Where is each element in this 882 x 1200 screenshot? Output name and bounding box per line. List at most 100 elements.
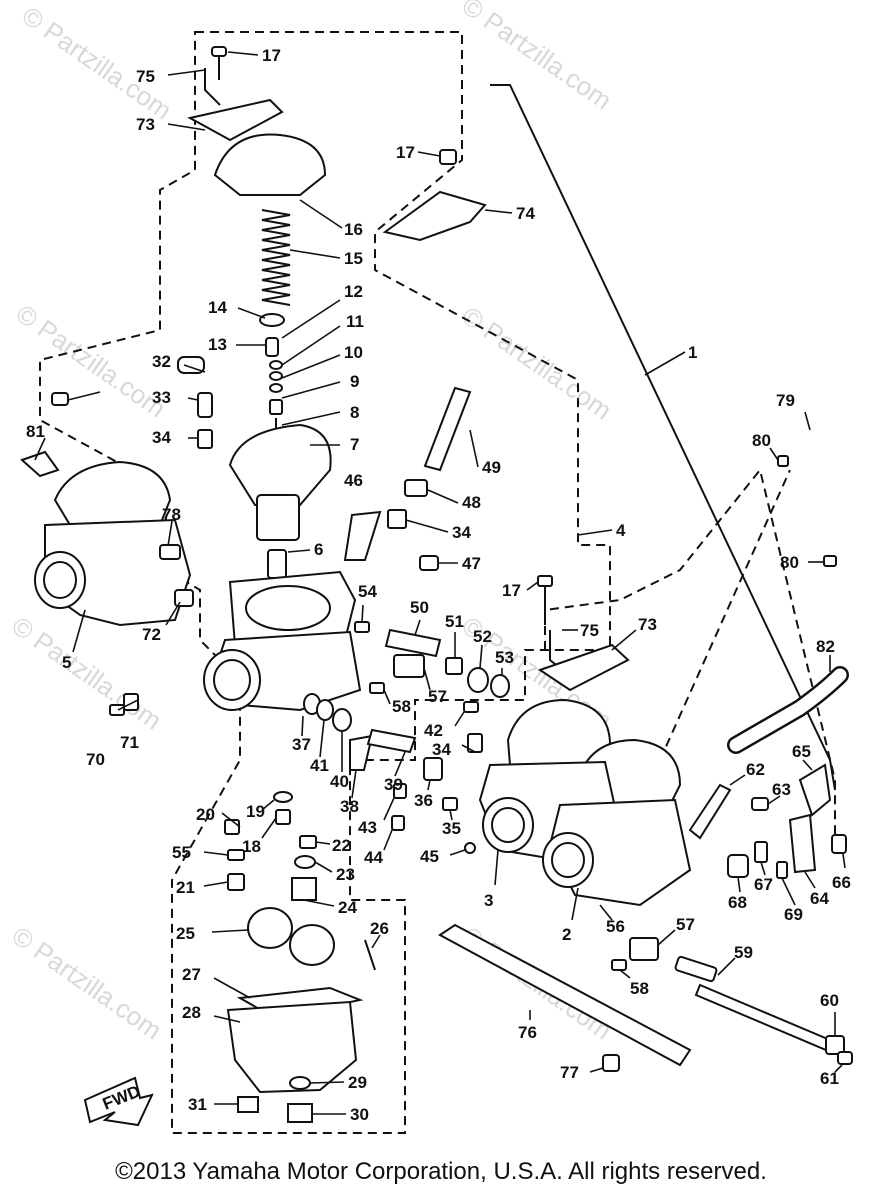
callout: 58	[630, 979, 649, 998]
callout: 77	[560, 1063, 579, 1082]
callout: 5	[62, 653, 71, 672]
spring-15	[261, 209, 291, 306]
leader-line	[394, 751, 406, 777]
screw-17-lower	[537, 575, 553, 587]
callout: 13	[208, 335, 227, 354]
callout: 40	[330, 772, 349, 791]
drain-plug-30	[287, 1103, 313, 1123]
lever-38	[349, 734, 374, 771]
leader-line	[427, 779, 431, 791]
arm-39	[366, 728, 417, 754]
hose-79-inner	[777, 424, 833, 548]
leader-line	[287, 549, 311, 553]
callout: 81	[26, 422, 45, 441]
leader-line	[165, 601, 181, 626]
callout: 44	[364, 848, 383, 867]
spring-44	[391, 815, 405, 831]
callout: 48	[462, 493, 481, 512]
screw-58-upper	[369, 682, 385, 694]
carb-3-top	[506, 698, 612, 766]
callout: 64	[810, 889, 829, 908]
ring-10	[269, 383, 283, 393]
leader-line	[301, 715, 304, 737]
screw-78	[159, 544, 181, 560]
leader-line	[361, 604, 364, 623]
leader-line	[449, 809, 453, 821]
carb-5-top	[53, 460, 172, 526]
callout: 51	[445, 612, 464, 631]
throttle-cable	[490, 84, 836, 791]
left-carb-group-outline	[39, 31, 611, 1134]
leader-line	[619, 969, 631, 979]
leader-line	[319, 719, 325, 758]
bracket-74	[382, 190, 487, 242]
callout: 49	[482, 458, 501, 477]
holder-57-lower	[629, 937, 659, 961]
leader-line	[484, 209, 513, 214]
callout: 54	[358, 582, 377, 601]
leader-line	[834, 1064, 843, 1073]
washer-19	[273, 791, 293, 803]
leader-line	[261, 817, 277, 839]
screw-54	[354, 621, 370, 633]
leader-line	[167, 123, 206, 131]
leader-line	[454, 711, 465, 727]
center-body-intake	[203, 649, 261, 711]
callout: 28	[182, 1003, 201, 1022]
plug-18	[275, 809, 291, 825]
watermark: © Partzilla.com	[17, 0, 178, 125]
callout: 61	[820, 1069, 839, 1088]
callout: 80	[780, 553, 799, 572]
shaft-50	[384, 628, 442, 658]
callout: 57	[428, 687, 447, 706]
leader-line	[299, 199, 343, 229]
copyright-notice: ©2013 Yamaha Motor Corporation, U.S.A. A…	[115, 1158, 767, 1185]
callout: 73	[638, 615, 657, 634]
diaphragm-7	[228, 423, 332, 506]
collar-59-small	[674, 955, 718, 983]
screw-42	[463, 701, 479, 713]
leader-line	[211, 929, 249, 933]
screw-17-top	[211, 46, 227, 57]
callout: 26	[370, 919, 389, 938]
float-25-b	[289, 924, 335, 966]
callout: 18	[242, 837, 261, 856]
leader-line	[314, 861, 333, 873]
callout: 67	[754, 875, 773, 894]
callout: 34	[432, 740, 451, 759]
callout: 42	[424, 721, 443, 740]
carb-3-intake	[482, 797, 534, 853]
clip-80-lower	[823, 555, 837, 567]
collar-68	[727, 854, 749, 878]
spring-34-upper	[387, 509, 407, 529]
leader-line	[717, 957, 736, 976]
leader-line	[729, 774, 746, 786]
carb-5-intake-inner	[43, 561, 77, 599]
carb-2-intake-inner	[551, 842, 585, 878]
plate-36	[423, 757, 443, 781]
callout: 62	[746, 760, 765, 779]
needle-jet-6	[267, 549, 287, 579]
bracket-81	[20, 450, 60, 478]
carb-5-intake	[34, 551, 86, 609]
screw-17-right	[439, 149, 457, 165]
callout: 32	[152, 352, 171, 371]
leader-line	[479, 644, 483, 669]
washer-23	[294, 855, 316, 869]
leader-line	[469, 429, 479, 468]
leader-line	[405, 519, 449, 533]
leader-line	[167, 69, 206, 76]
callout: 34	[152, 428, 171, 447]
callout: 19	[246, 802, 265, 821]
leader-line	[577, 529, 613, 536]
plate-76	[438, 923, 692, 1067]
leader-line	[289, 249, 341, 259]
center-carburetor-body	[109, 570, 362, 716]
leader-line	[804, 871, 816, 889]
leader-line	[769, 447, 779, 461]
screw-58-lower	[611, 959, 627, 971]
cap-16	[213, 133, 327, 196]
callout: 31	[188, 1095, 207, 1114]
callout: 58	[392, 697, 411, 716]
